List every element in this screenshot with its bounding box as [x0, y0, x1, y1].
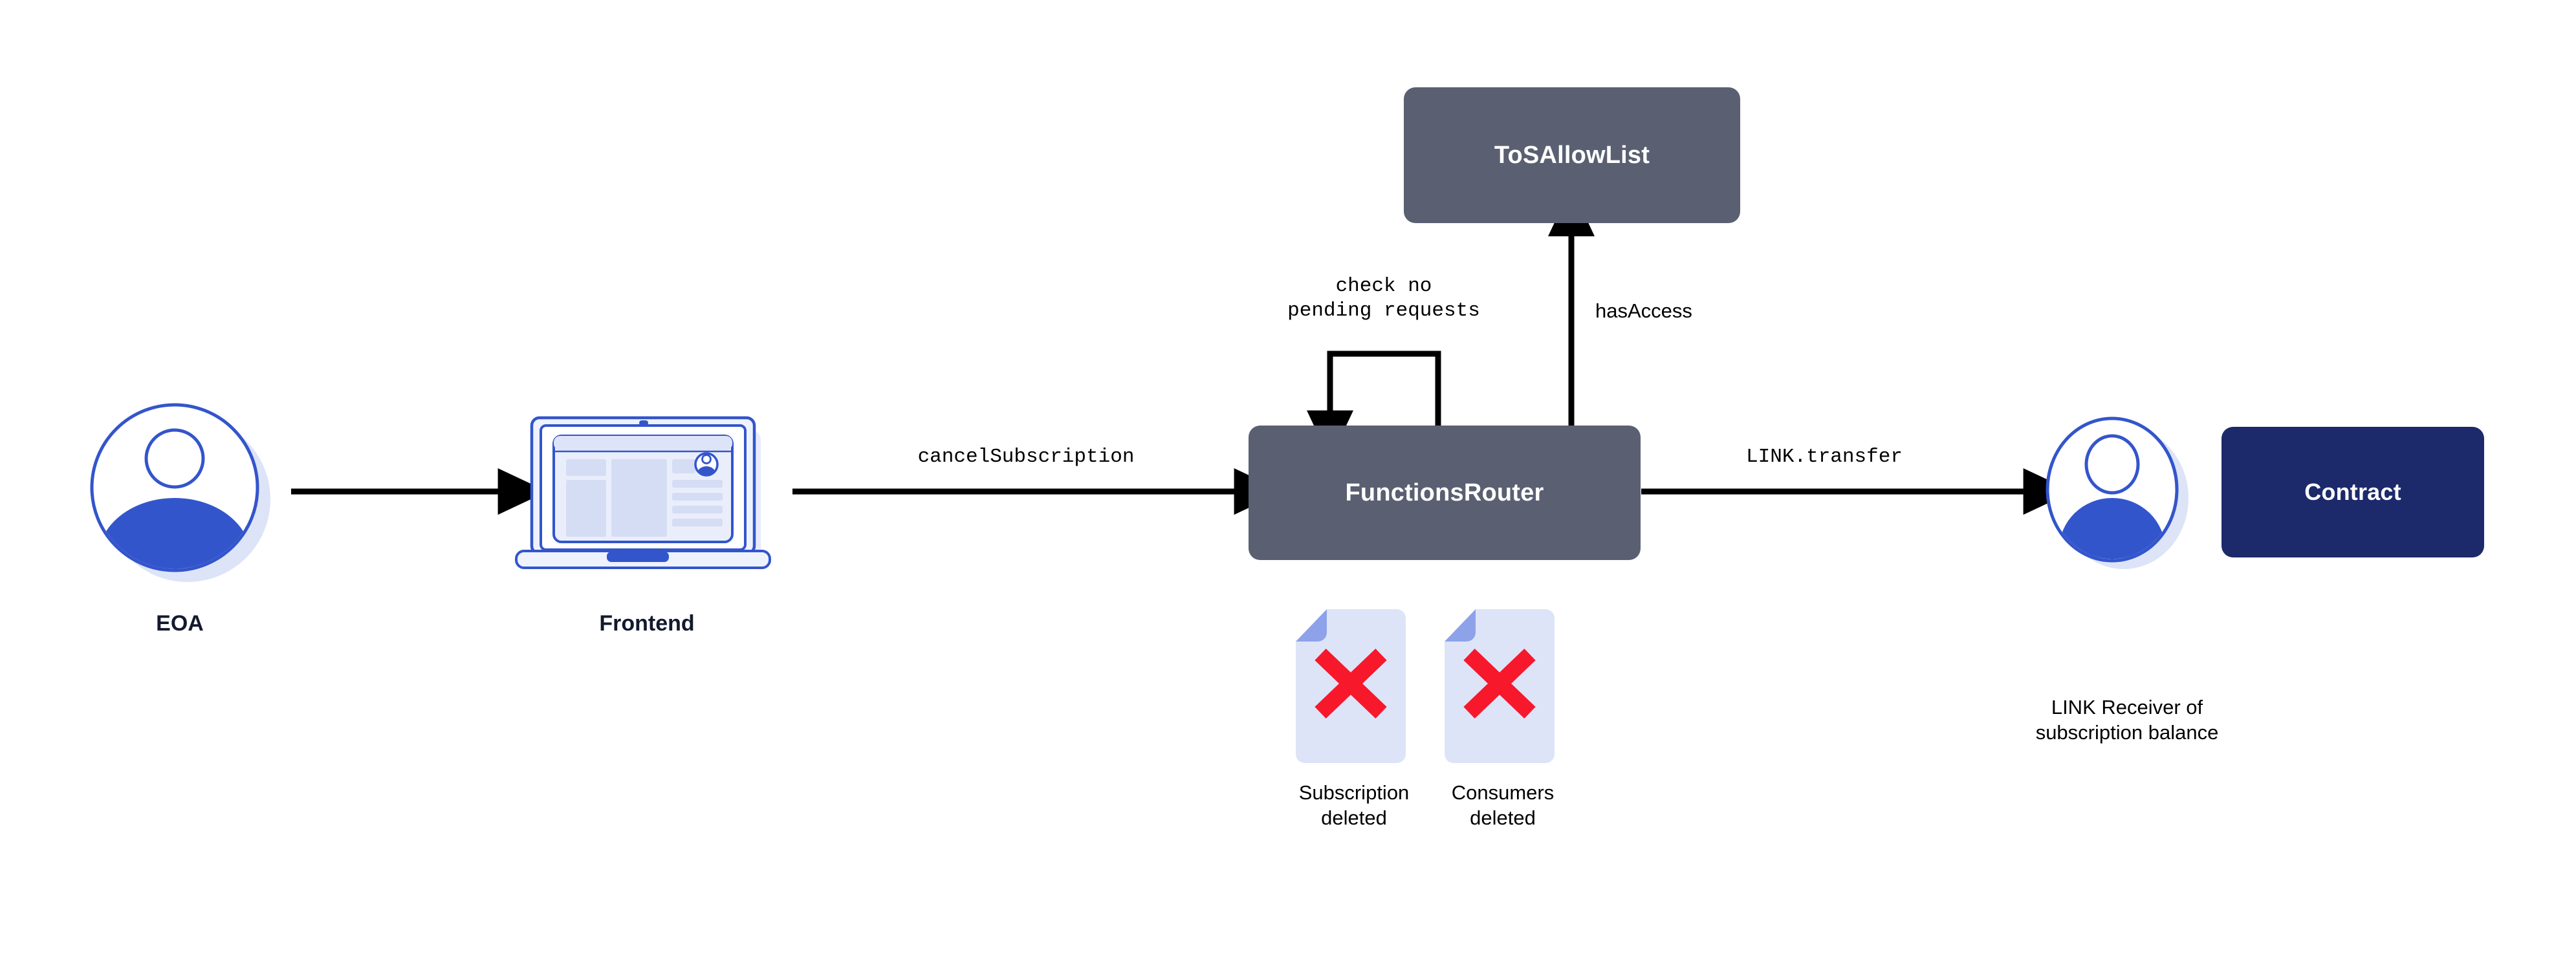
eoa-avatar-icon — [90, 403, 270, 582]
consumers-deleted-caption: Consumers deleted — [1451, 781, 1555, 829]
node-contract[interactable]: Contract — [2221, 427, 2484, 557]
frontend-caption: Frontend — [599, 611, 695, 636]
functions-router-label: FunctionsRouter — [1345, 479, 1544, 506]
contract-label: Contract — [2304, 479, 2401, 505]
edge-label-has-access: hasAccess — [1595, 299, 1692, 322]
node-functions-router[interactable]: FunctionsRouter — [1249, 426, 1641, 560]
link-receiver-caption: LINK Receiver of subscription balance — [2035, 696, 2219, 744]
tos-allow-list-label: ToSAllowList — [1494, 141, 1650, 169]
subscription-deleted-caption: Subscription deleted — [1298, 781, 1410, 829]
consumers-deleted-document-icon — [1445, 609, 1555, 763]
subscription-deleted-document-icon — [1296, 609, 1406, 763]
edge-router-self-loop — [1307, 351, 1441, 460]
node-tos-allow-list[interactable]: ToSAllowList — [1404, 87, 1740, 223]
eoa-caption: EOA — [156, 611, 204, 636]
edge-label-check-no-pending-requests: check no pending requests — [1287, 275, 1480, 322]
edge-label-cancel-subscription: cancelSubscription — [917, 446, 1135, 468]
edge-label-link-transfer: LINK.transfer — [1746, 446, 1903, 468]
link-receiver-avatar-icon — [2046, 416, 2189, 569]
frontend-laptop-icon — [515, 416, 771, 569]
